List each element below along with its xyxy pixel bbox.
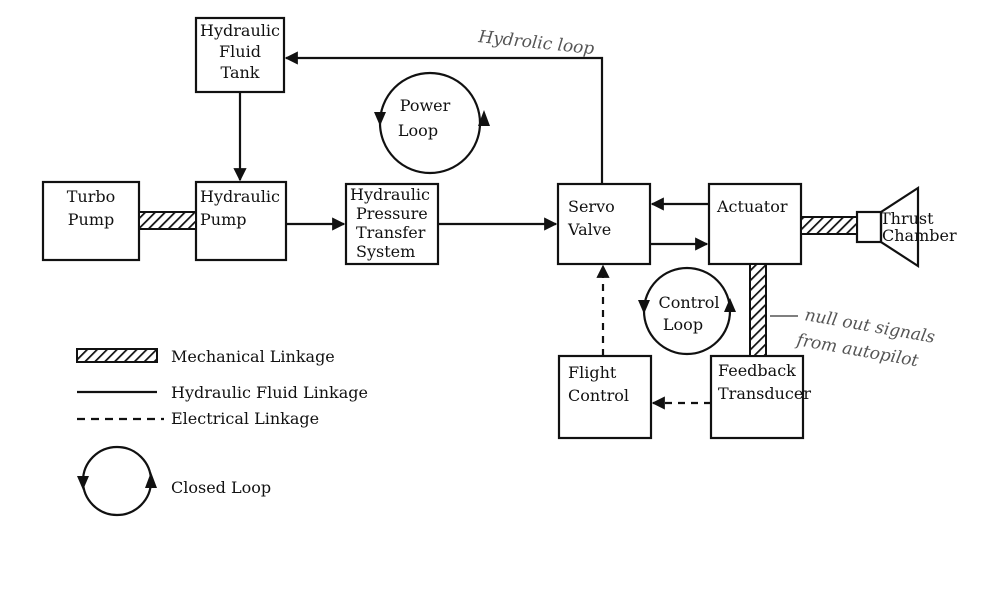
actuator-block: Actuator: [707, 182, 803, 266]
legend-closed-loop-label: Closed Loop: [171, 478, 271, 497]
mechanical-link-actuator-feedback: [749, 263, 767, 357]
legend-closed-loop-swatch: [77, 445, 157, 517]
handwritten-hydraulic-loop: Hydrolic loop: [476, 27, 595, 59]
mechanical-link-turbo-hydraulic: [138, 211, 197, 230]
legend-hydraulic-label: Hydraulic Fluid Linkage: [171, 383, 368, 402]
legend-mechanical-label: Mechanical Linkage: [171, 347, 335, 366]
legend-electrical-label: Electrical Linkage: [171, 409, 319, 428]
servo-to-tank-return-line: [284, 51, 604, 184]
legend-mechanical-swatch: [76, 348, 158, 363]
mechanical-link-actuator-thrust: [800, 216, 858, 235]
svg-text:Actuator: Actuator: [716, 197, 788, 216]
legend: Mechanical Linkage Hydraulic Fluid Linka…: [76, 347, 368, 517]
